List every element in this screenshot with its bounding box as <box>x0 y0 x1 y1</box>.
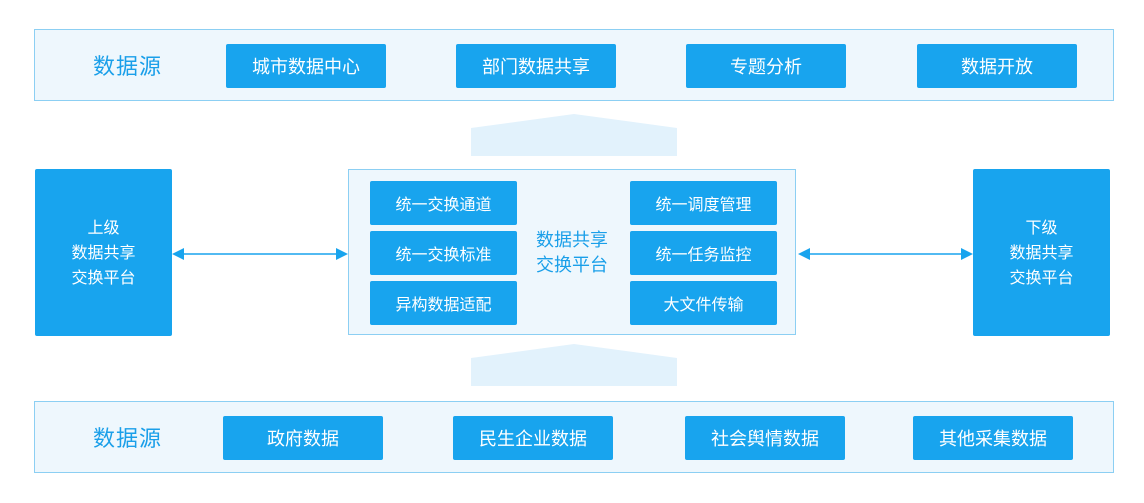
subordinate-platform-line-3: 交换平台 <box>1009 268 1074 287</box>
superior-platform-line-3: 交换平台 <box>71 268 136 287</box>
bottom-source-government-data[interactable]: 政府数据 <box>223 416 383 460</box>
subordinate-exchange-platform[interactable]: 下级 数据共享 交换平台 <box>973 169 1110 336</box>
data-sharing-exchange-hub: 统一交换通道 统一交换标准 异构数据适配 数据共享 交换平台 统一调度管理 统一… <box>348 169 796 335</box>
module-unified-task-monitoring[interactable]: 统一任务监控 <box>630 231 777 275</box>
upward-flow-arrow-bottom <box>471 344 677 386</box>
superior-platform-line-2: 数据共享 <box>71 243 136 262</box>
bottom-data-source-band: 数据源 政府数据 民生企业数据 社会舆情数据 其他采集数据 <box>34 401 1114 473</box>
bottom-band-title: 数据源 <box>93 427 163 452</box>
right-bidirectional-arrow <box>798 248 973 260</box>
module-heterogeneous-data-adaptation[interactable]: 异构数据适配 <box>370 281 517 325</box>
module-unified-exchange-channel[interactable]: 统一交换通道 <box>370 181 517 225</box>
top-source-data-open[interactable]: 数据开放 <box>917 44 1077 88</box>
subordinate-platform-line-2: 数据共享 <box>1009 243 1074 262</box>
bottom-source-public-opinion-data[interactable]: 社会舆情数据 <box>685 416 845 460</box>
superior-exchange-platform[interactable]: 上级 数据共享 交换平台 <box>35 169 172 336</box>
module-unified-scheduling[interactable]: 统一调度管理 <box>630 181 777 225</box>
hub-title: 数据共享 交换平台 <box>517 228 627 278</box>
upward-flow-arrow-top <box>471 114 677 156</box>
top-source-city-data-center[interactable]: 城市数据中心 <box>226 44 386 88</box>
top-band-title: 数据源 <box>93 55 163 80</box>
module-unified-exchange-standard[interactable]: 统一交换标准 <box>370 231 517 275</box>
superior-platform-line-1: 上级 <box>87 218 120 237</box>
module-large-file-transfer[interactable]: 大文件传输 <box>630 281 777 325</box>
top-source-topic-analysis[interactable]: 专题分析 <box>686 44 846 88</box>
hub-title-line-2: 交换平台 <box>536 255 608 276</box>
hub-title-line-1: 数据共享 <box>536 230 608 251</box>
bottom-source-other-collected-data[interactable]: 其他采集数据 <box>913 416 1073 460</box>
left-bidirectional-arrow <box>172 248 348 260</box>
top-data-source-band: 数据源 城市数据中心 部门数据共享 专题分析 数据开放 <box>34 29 1114 101</box>
top-source-department-sharing[interactable]: 部门数据共享 <box>456 44 616 88</box>
bottom-source-livelihood-enterprise-data[interactable]: 民生企业数据 <box>453 416 613 460</box>
subordinate-platform-line-1: 下级 <box>1025 218 1058 237</box>
